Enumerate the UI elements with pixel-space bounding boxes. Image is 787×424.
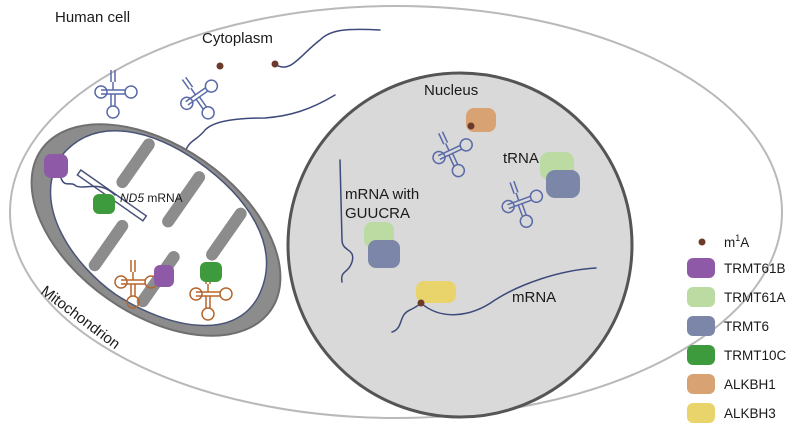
trna-label: tRNA bbox=[503, 150, 539, 167]
trmt61b-protein bbox=[154, 265, 174, 287]
trmt10c-protein bbox=[200, 262, 222, 282]
legend-swatch-alkbh1 bbox=[687, 374, 715, 394]
m1a-dot bbox=[417, 299, 425, 307]
mrna-guucra-label-line1: mRNA with bbox=[345, 186, 419, 203]
m1a-legend-dot bbox=[698, 238, 706, 246]
guucra-mrna bbox=[339, 159, 354, 283]
legend-label-trmt6: TRMT6 bbox=[724, 319, 769, 334]
nucleus-label: Nucleus bbox=[424, 82, 478, 99]
legend-swatch-trmt10c bbox=[687, 345, 715, 365]
alkbh3-mrna bbox=[391, 267, 597, 333]
trmt6-protein bbox=[368, 240, 400, 268]
trmt61b-protein bbox=[44, 154, 68, 178]
cytoplasm-mrna-2 bbox=[184, 94, 336, 154]
alkbh3-protein bbox=[416, 281, 456, 303]
legend-label-alkbh1: ALKBH1 bbox=[724, 377, 776, 392]
mrna-label: mRNA bbox=[512, 289, 556, 306]
m1a-base: m bbox=[724, 235, 735, 250]
trmt6-protein bbox=[546, 170, 580, 198]
trmt10c-protein bbox=[93, 194, 115, 214]
legend-swatch-alkbh3 bbox=[687, 403, 715, 423]
legend-label-trmt61b: TRMT61B bbox=[724, 261, 786, 276]
nd5-suffix: mRNA bbox=[144, 191, 183, 205]
m1a-legend-label: m1A bbox=[724, 233, 749, 250]
cytoplasm-label: Cytoplasm bbox=[202, 30, 273, 47]
nd5-gene-name: ND5 bbox=[120, 191, 144, 205]
nd5-mrna-label: ND5 mRNA bbox=[120, 191, 183, 205]
m1a-dot bbox=[467, 122, 475, 130]
m1a-tail: A bbox=[740, 235, 749, 250]
legend-swatch-trmt61a bbox=[687, 287, 715, 307]
cytoplasm-mrna-1 bbox=[274, 28, 381, 68]
m1a-superscript: 1 bbox=[735, 233, 740, 243]
legend-label-alkbh3: ALKBH3 bbox=[724, 406, 776, 421]
nd5-mrna bbox=[59, 174, 116, 196]
human-cell-label: Human cell bbox=[55, 9, 130, 26]
m1a-dot bbox=[271, 60, 279, 68]
legend-swatch-trmt6 bbox=[687, 316, 715, 336]
legend-swatch-trmt61b bbox=[687, 258, 715, 278]
legend-label-trmt61a: TRMT61A bbox=[724, 290, 786, 305]
mrna-guucra-label-line2: GUUCRA bbox=[345, 205, 410, 222]
legend-label-trmt10c: TRMT10C bbox=[724, 348, 787, 363]
nucleus bbox=[286, 71, 634, 419]
m1a-dot bbox=[216, 62, 224, 70]
